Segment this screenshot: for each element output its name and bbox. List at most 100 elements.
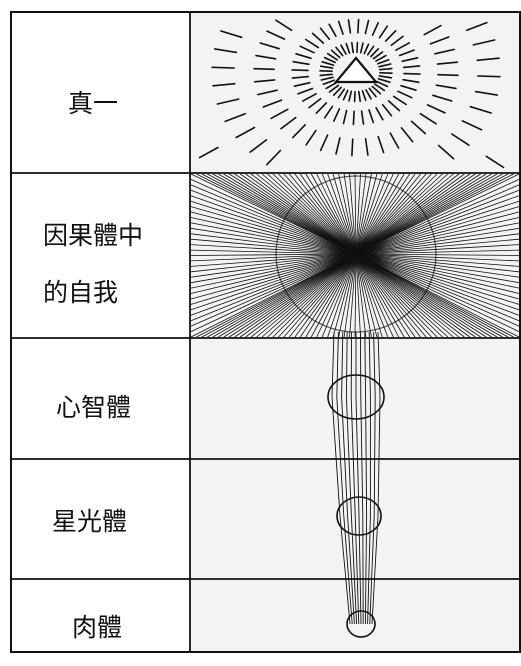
beam-strand: [341, 331, 355, 625]
fan-ray: [278, 173, 357, 255]
burst-dash: [291, 69, 309, 72]
fan-ray: [355, 253, 498, 338]
fan-ray: [355, 189, 520, 255]
burst-dash: [378, 75, 393, 79]
fan-ray: [355, 249, 520, 255]
fan-ray: [355, 253, 520, 294]
table-outer-border: [10, 11, 521, 653]
fan-ray: [234, 173, 357, 255]
fan-ray: [239, 173, 357, 255]
burst-dash: [370, 47, 380, 58]
burst-dash: [337, 20, 344, 35]
fan-ray: [355, 173, 383, 255]
burst-dash: [375, 54, 387, 62]
fan-ray: [190, 206, 357, 255]
burst-dash: [332, 108, 341, 122]
burst-dash: [323, 56, 336, 64]
burst-dash: [319, 73, 334, 77]
fan-ray: [289, 173, 357, 255]
burst-dash: [249, 139, 268, 153]
fan-ray: [190, 195, 357, 255]
burst-dash: [357, 90, 362, 103]
fan-ray: [190, 249, 357, 255]
fan-ray: [355, 253, 361, 338]
burst-dash: [259, 42, 280, 50]
burst-dash: [357, 18, 360, 34]
fan-ray: [190, 211, 357, 255]
burst-dash: [337, 88, 346, 99]
burst-dash: [437, 73, 459, 77]
fan-ray: [201, 173, 357, 255]
burst-dash: [253, 67, 275, 71]
fan-ray: [190, 222, 357, 255]
fan-ray: [355, 173, 449, 255]
burst-dash: [297, 87, 314, 95]
burst-dash: [214, 48, 238, 54]
burst-dash: [400, 84, 417, 91]
burst-dash: [348, 90, 353, 102]
beam-strand: [336, 331, 353, 625]
fan-ray: [190, 253, 357, 322]
fan-ray: [355, 217, 520, 255]
burst-dash: [198, 146, 219, 159]
fan-ray: [239, 253, 357, 338]
burst-dash: [265, 149, 282, 166]
fan-ray: [355, 173, 394, 255]
fan-ray: [190, 253, 357, 289]
burst-dash: [323, 105, 334, 119]
burst-dash: [301, 93, 317, 102]
triangle-icon: [333, 56, 379, 84]
burst-dash: [436, 61, 459, 65]
fan-ray: [190, 253, 357, 316]
burst-dash: [389, 132, 400, 149]
burst-dash: [224, 113, 246, 123]
burst-dash: [435, 84, 457, 90]
burst-dash: [437, 144, 455, 160]
burst-dash: [322, 79, 336, 86]
burst-dash: [299, 45, 315, 54]
burst-dash: [315, 102, 328, 114]
fan-ray: [299, 173, 357, 255]
fan-ray: [355, 173, 492, 255]
fan-ray: [201, 253, 357, 338]
burst-dash: [419, 112, 437, 125]
fan-ray: [355, 253, 520, 311]
burst-dash: [364, 19, 370, 35]
fan-ray: [355, 253, 421, 338]
fan-ray: [327, 173, 357, 255]
fan-ray: [355, 179, 520, 255]
fan-ray: [212, 173, 357, 255]
label-causal-self-line2: 的自我: [43, 278, 118, 307]
fan-ray: [355, 195, 520, 255]
fan-ray: [355, 173, 476, 255]
fan-ray: [218, 253, 357, 338]
fan-ray: [283, 173, 357, 255]
burst-dash: [319, 134, 329, 152]
burst-dash: [335, 46, 344, 57]
burst-dash: [293, 81, 311, 87]
fan-ray: [190, 238, 357, 255]
burst-dash: [364, 138, 369, 156]
burst-dash: [255, 54, 277, 60]
fan-ray: [223, 173, 357, 255]
burst-dash: [465, 21, 488, 32]
table-grid: [10, 11, 521, 653]
burst-dash: [304, 38, 320, 49]
burst-dash: [371, 21, 380, 36]
burst-dash: [378, 63, 392, 68]
fan-ray: [310, 173, 357, 255]
mental-body-oval: [327, 374, 385, 420]
fan-ray: [355, 253, 378, 338]
fan-ray: [229, 173, 357, 255]
fan-ray: [355, 173, 498, 255]
fan-ray: [190, 179, 357, 255]
burst-dash: [351, 138, 354, 157]
fan-ray: [355, 173, 378, 255]
fan-ray: [355, 253, 520, 332]
fan-ray: [355, 200, 520, 255]
burst-dash: [253, 79, 276, 83]
fan-ray: [355, 253, 389, 338]
burst-dash: [361, 90, 367, 102]
burst-dash: [377, 78, 391, 83]
